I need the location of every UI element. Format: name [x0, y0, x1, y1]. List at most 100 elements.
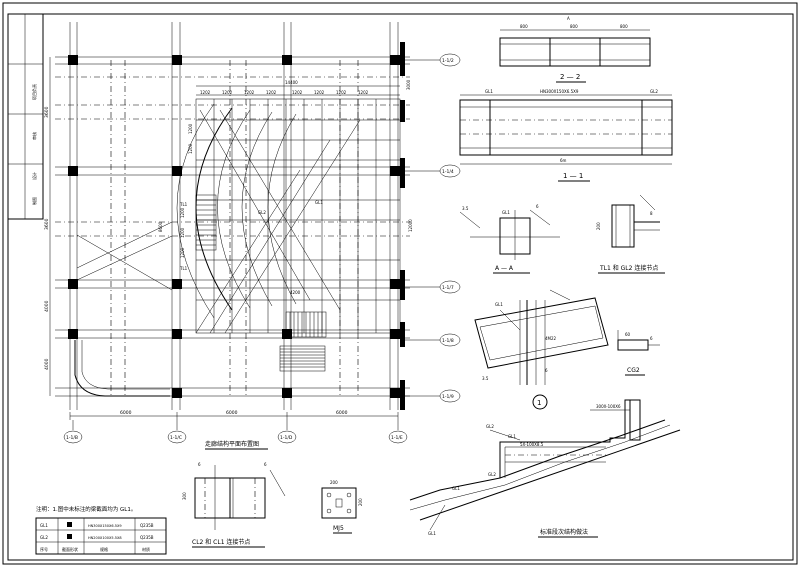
dim-inner: 1200: [180, 207, 185, 218]
detail-label: 300: [182, 492, 187, 500]
detail-label: 800: [570, 24, 578, 29]
title-block-cell: 设计: [31, 172, 37, 180]
section-mark: [67, 534, 72, 539]
axis-bubble: 1-1/7: [405, 280, 461, 294]
detail-label: 300X-100X6: [596, 404, 621, 409]
dim-bottom: 6000: [120, 410, 132, 416]
axis-label: 1-1/B: [66, 435, 78, 441]
detail-label: GL1: [508, 434, 516, 439]
detail-title: 1: [537, 399, 541, 407]
axis-bubble: 1-1/9: [405, 389, 461, 403]
plan-label: TL1: [179, 266, 188, 271]
title-block: 项目负责 审核 设计 制图: [7, 13, 44, 220]
dim-inner: 1200: [188, 143, 193, 154]
axis-label: 1-1/4: [442, 169, 454, 175]
detail-label: 200: [358, 498, 363, 506]
detail-title: 标准段次结构做法: [540, 528, 588, 536]
detail-label: 6: [198, 462, 201, 467]
notes-text: 注明：1.图中未标注的梁截面均为 GL1。: [36, 505, 136, 513]
axis-bubble: 1-1/8: [405, 333, 461, 347]
title-block-cell: 审核: [31, 132, 37, 140]
floor-plan: 6000 6000 6000 3600 3600 4000 4000 14400…: [44, 22, 461, 450]
detail-label: GL1: [485, 89, 493, 94]
dim-bottom: 6000: [336, 410, 348, 416]
detail-label: GL2: [486, 424, 494, 429]
section-a-a: 3.5 6 GL1 A — A: [459, 204, 560, 274]
detail-label: 200: [330, 480, 338, 485]
dim-top: 1202: [336, 90, 347, 95]
dim-top: 1202: [358, 90, 369, 95]
dim-inner: 1200: [180, 227, 185, 238]
dim-bottom: 6000: [226, 410, 238, 416]
detail-label: GL2: [488, 472, 496, 477]
dim-top: 1202: [222, 90, 233, 95]
table-cell: HN200X100X5.5X8: [88, 536, 122, 540]
section-mark: [67, 522, 72, 527]
axis-bubble: 1-1/C: [167, 420, 187, 444]
dim-top: 1202: [314, 90, 325, 95]
table-header: 序号: [40, 546, 48, 552]
axis-bubble: 1-1/B: [63, 420, 83, 444]
detail-label: A: [567, 16, 570, 21]
axis-bubble: 1-1/E: [388, 420, 408, 444]
table-header: 材质: [142, 546, 150, 552]
detail-label: 4M22: [545, 336, 557, 341]
dim-inner: 1200: [180, 247, 185, 258]
title-block-cell: 制图: [31, 197, 37, 205]
inner-border: [7, 13, 794, 561]
dim-other: 8600: [158, 221, 163, 232]
axis-bubble: 1-1/D: [277, 420, 297, 444]
dim-other: 3000: [406, 79, 411, 90]
title-block-cell: 项目负责: [31, 84, 37, 100]
detail-node-1: GL1 4M22 3.5 6 1: [474, 289, 609, 410]
detail-label: 200: [596, 222, 601, 230]
axis-bubble: 1-1/2: [405, 53, 461, 67]
detail-label: GL1: [502, 210, 510, 215]
detail-label: 6m: [560, 158, 567, 163]
detail-cl2-cl1: 6 300 6 CL2 和 CL1 连接节点: [182, 462, 286, 548]
detail-label: 6: [536, 204, 539, 209]
table-cell: Q235B: [140, 535, 154, 540]
dim-left: 4000: [44, 300, 50, 312]
axis-label: 1-1/D: [280, 435, 293, 441]
dim-top: 1202: [244, 90, 255, 95]
dim-top-total: 14400: [285, 80, 298, 85]
axis-label: 1-1/8: [442, 338, 454, 344]
detail-label: 800: [620, 24, 628, 29]
detail-label: 8: [650, 211, 653, 216]
detail-cg2: 60 6 CG2: [617, 330, 660, 376]
dim-top: 1202: [266, 90, 277, 95]
detail-label: 800: [520, 24, 528, 29]
detail-label: 5X-100X8.5: [520, 442, 544, 447]
detail-label: 60: [625, 332, 631, 337]
table-cell: Q235B: [140, 523, 154, 528]
axis-label: 1-1/2: [442, 58, 454, 64]
plan-label: GL1: [315, 200, 323, 205]
detail-title: MJ5: [333, 525, 344, 532]
detail-label: 3.5: [462, 206, 469, 211]
dim-inner: 1200: [188, 123, 193, 134]
table-cell: HN300X150X6.5X9: [88, 524, 122, 528]
detail-stair: 300X-100X6 GL2 GL1 5X-100X8.5 GL2 GL1 GL…: [409, 399, 681, 538]
detail-title: CL2 和 CL1 连接节点: [192, 538, 250, 546]
dim-left: 4000: [44, 358, 50, 370]
table-header: 规格: [100, 546, 108, 552]
detail-marker: [532, 394, 548, 410]
detail-tl1-gl2: 200 8 TL1 和 GL2 连接节点: [596, 194, 665, 274]
detail-label: 6: [545, 368, 548, 373]
axis-label: 1-1/7: [442, 285, 454, 291]
section-1-1: GL1 HN300X150X6.5X9 GL2 6m 1 — 1: [459, 89, 673, 182]
detail-label: GL2: [650, 89, 658, 94]
dim-left: 3600: [44, 106, 50, 118]
detail-label: 6: [264, 462, 267, 467]
detail-title: A — A: [495, 265, 514, 272]
detail-mj5: 200 200 MJ5: [321, 480, 363, 534]
axis-label: 1-1/E: [391, 435, 403, 441]
detail-label: 3.5: [482, 376, 489, 381]
dim-other: 4200: [290, 290, 301, 295]
dim-top: 1202: [292, 90, 303, 95]
axis-label: 1-1/9: [442, 394, 454, 400]
plan-title: 走廊结构平面布置图: [205, 440, 259, 448]
